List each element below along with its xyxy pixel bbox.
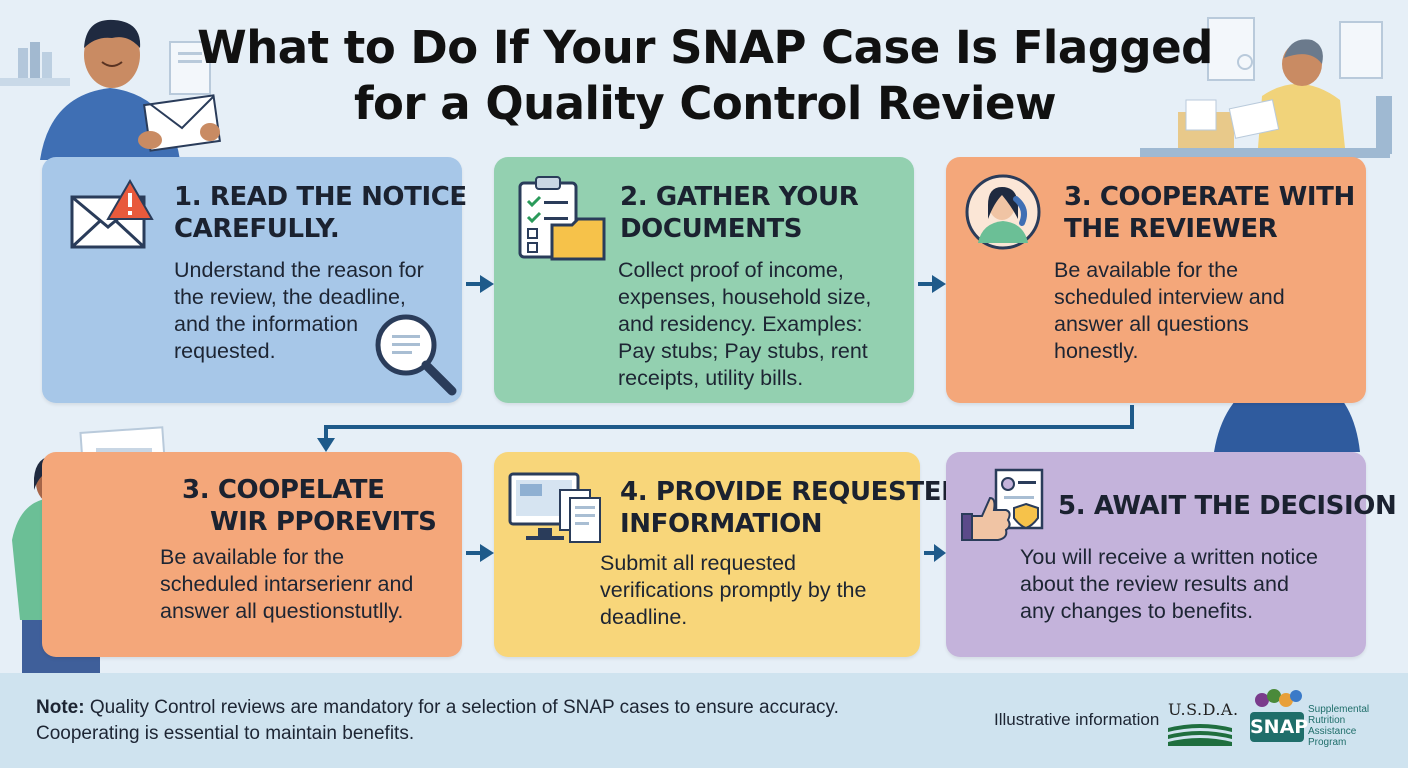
step-5-heading-line-1: 4. PROVIDE REQUESTED — [620, 477, 963, 507]
step-card-gather-documents: 2. GATHER YOUR DOCUMENTS Collect proof o… — [494, 157, 914, 403]
step-1-body: Understand the reason for the review, th… — [174, 258, 424, 363]
step-6-heading: 5. AWAIT THE DECISION — [1058, 490, 1397, 522]
usda-logo: U.S.D.A. — [1168, 700, 1238, 748]
snap-program-name: Supplemental Rutrition Assistance Progra… — [1308, 704, 1370, 748]
note-line-2: Cooperating is essential to maintain ben… — [36, 723, 415, 744]
computer-documents-icon — [508, 472, 601, 543]
step-5-heading-line-2: INFORMATION — [620, 509, 823, 539]
step-1-heading-line-2: CAREFULLY. — [174, 214, 340, 244]
woman-at-desk-illustration — [1140, 17, 1392, 158]
usda-text: U.S.D.A. — [1168, 700, 1239, 719]
phone-call-icon — [965, 174, 1041, 250]
step-4-heading-line-2: WIR PPOREVITS — [210, 507, 437, 537]
title-line-1: What to Do If Your SNAP Case Is Flagged — [197, 21, 1213, 74]
step-2-heading-line-2: DOCUMENTS — [620, 214, 803, 244]
step-3-heading-line-2: THE REVIEWER — [1064, 214, 1278, 244]
step-6-body: You will receive a written notice about … — [1020, 545, 1318, 623]
step-2-heading-line-1: 2. GATHER YOUR — [620, 182, 859, 212]
snap-logo: SNAP Supplemental Rutrition Assistance P… — [1250, 686, 1390, 756]
page-title: What to Do If Your SNAP Case Is Flagged … — [180, 20, 1230, 132]
step-2-heading: 2. GATHER YOUR DOCUMENTS — [620, 181, 859, 245]
note-label: Note: — [36, 697, 85, 718]
step-2-body: Collect proof of income, expenses, house… — [618, 258, 872, 390]
footer-bar — [0, 673, 1408, 768]
snap-produce-icon — [1255, 689, 1302, 707]
step-3-heading: 3. COOPERATE WITH THE REVIEWER — [1064, 181, 1355, 245]
step-3-body: Be available for the scheduled interview… — [1054, 258, 1285, 363]
step-4-heading: 3. COOPELATE WIR PPOREVITS — [182, 474, 437, 538]
step-6-heading-line-1: 5. AWAIT THE DECISION — [1058, 491, 1397, 521]
illustrative-info-label: Illustrative information — [994, 710, 1160, 729]
step-5-body: Submit all requested verifications promp… — [600, 551, 867, 629]
step-4-heading-line-1: 3. COOPELATE — [182, 475, 385, 505]
step-card-cooperate-reviewer: 3. COOPERATE WITH THE REVIEWER Be availa… — [946, 157, 1366, 403]
note-line-1: Quality Control reviews are mandatory fo… — [84, 697, 839, 718]
step-4-body: Be available for the scheduled intarseri… — [160, 545, 414, 623]
clipboard-folder-icon — [518, 176, 606, 261]
man-with-letter-illustration — [40, 19, 221, 160]
title-line-2: for a Quality Control Review — [353, 77, 1057, 130]
magnifying-glass-icon — [375, 314, 457, 396]
thumbs-up-document-icon — [961, 468, 1044, 541]
step-card-cooperate-alt: 3. COOPELATE WIR PPOREVITS Be available … — [42, 452, 462, 657]
footer-note: Note: Quality Control reviews are mandat… — [36, 695, 839, 747]
warning-envelope-icon — [70, 179, 154, 249]
step-card-provide-information: 4. PROVIDE REQUESTED INFORMATION Submit … — [494, 452, 963, 657]
step-3-heading-line-1: 3. COOPERATE WITH — [1064, 182, 1355, 212]
step-card-read-notice: 1. READ THE NOTICE CAREFULLY. Understand… — [42, 157, 467, 403]
usda-hills-icon — [1168, 724, 1232, 746]
step-1-heading-line-1: 1. READ THE NOTICE — [174, 182, 467, 212]
step-card-await-decision: 5. AWAIT THE DECISION You will receive a… — [946, 452, 1397, 657]
snap-badge: SNAP — [1250, 712, 1308, 742]
step-5-heading: 4. PROVIDE REQUESTED INFORMATION — [620, 476, 963, 540]
step-1-heading: 1. READ THE NOTICE CAREFULLY. — [174, 181, 467, 245]
